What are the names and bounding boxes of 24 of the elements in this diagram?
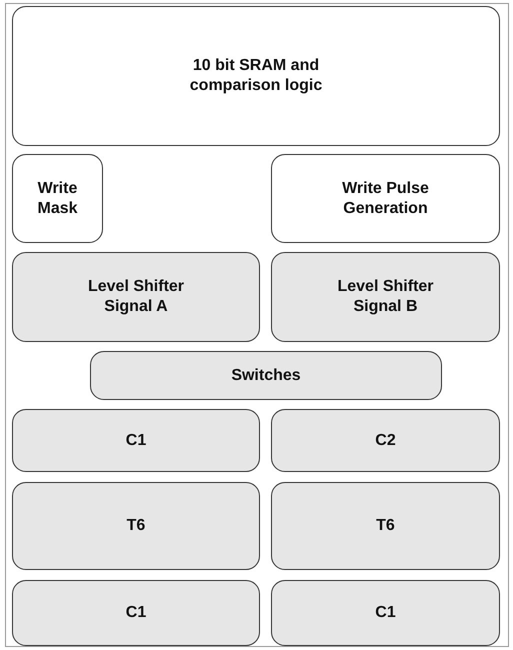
block-box: [12, 154, 103, 243]
block-label: 10 bit SRAM and comparison logic: [188, 56, 324, 96]
block-box: [271, 409, 500, 472]
block-label: Write Mask: [36, 178, 79, 218]
block-box: [12, 409, 260, 472]
block-box: [90, 351, 442, 400]
block-label: Write Pulse Generation: [341, 178, 430, 218]
block-label: T6: [126, 516, 146, 536]
block-box: [12, 6, 500, 146]
block-box: [271, 154, 500, 243]
block-label: Level Shifter Signal A: [86, 277, 186, 317]
block-label: T6: [376, 516, 395, 536]
block-box: [12, 580, 260, 646]
block-label: C1: [126, 603, 146, 623]
block-box: [12, 252, 260, 342]
block-box: [271, 580, 500, 646]
block-box: [12, 482, 260, 570]
block-label: Switches: [231, 366, 301, 386]
block-label: C2: [375, 430, 396, 450]
block-label: C1: [126, 430, 146, 450]
block-box: [271, 252, 500, 342]
block-label: Level Shifter Signal B: [336, 277, 435, 317]
block-box: [271, 482, 500, 570]
block-label: C1: [375, 603, 396, 623]
